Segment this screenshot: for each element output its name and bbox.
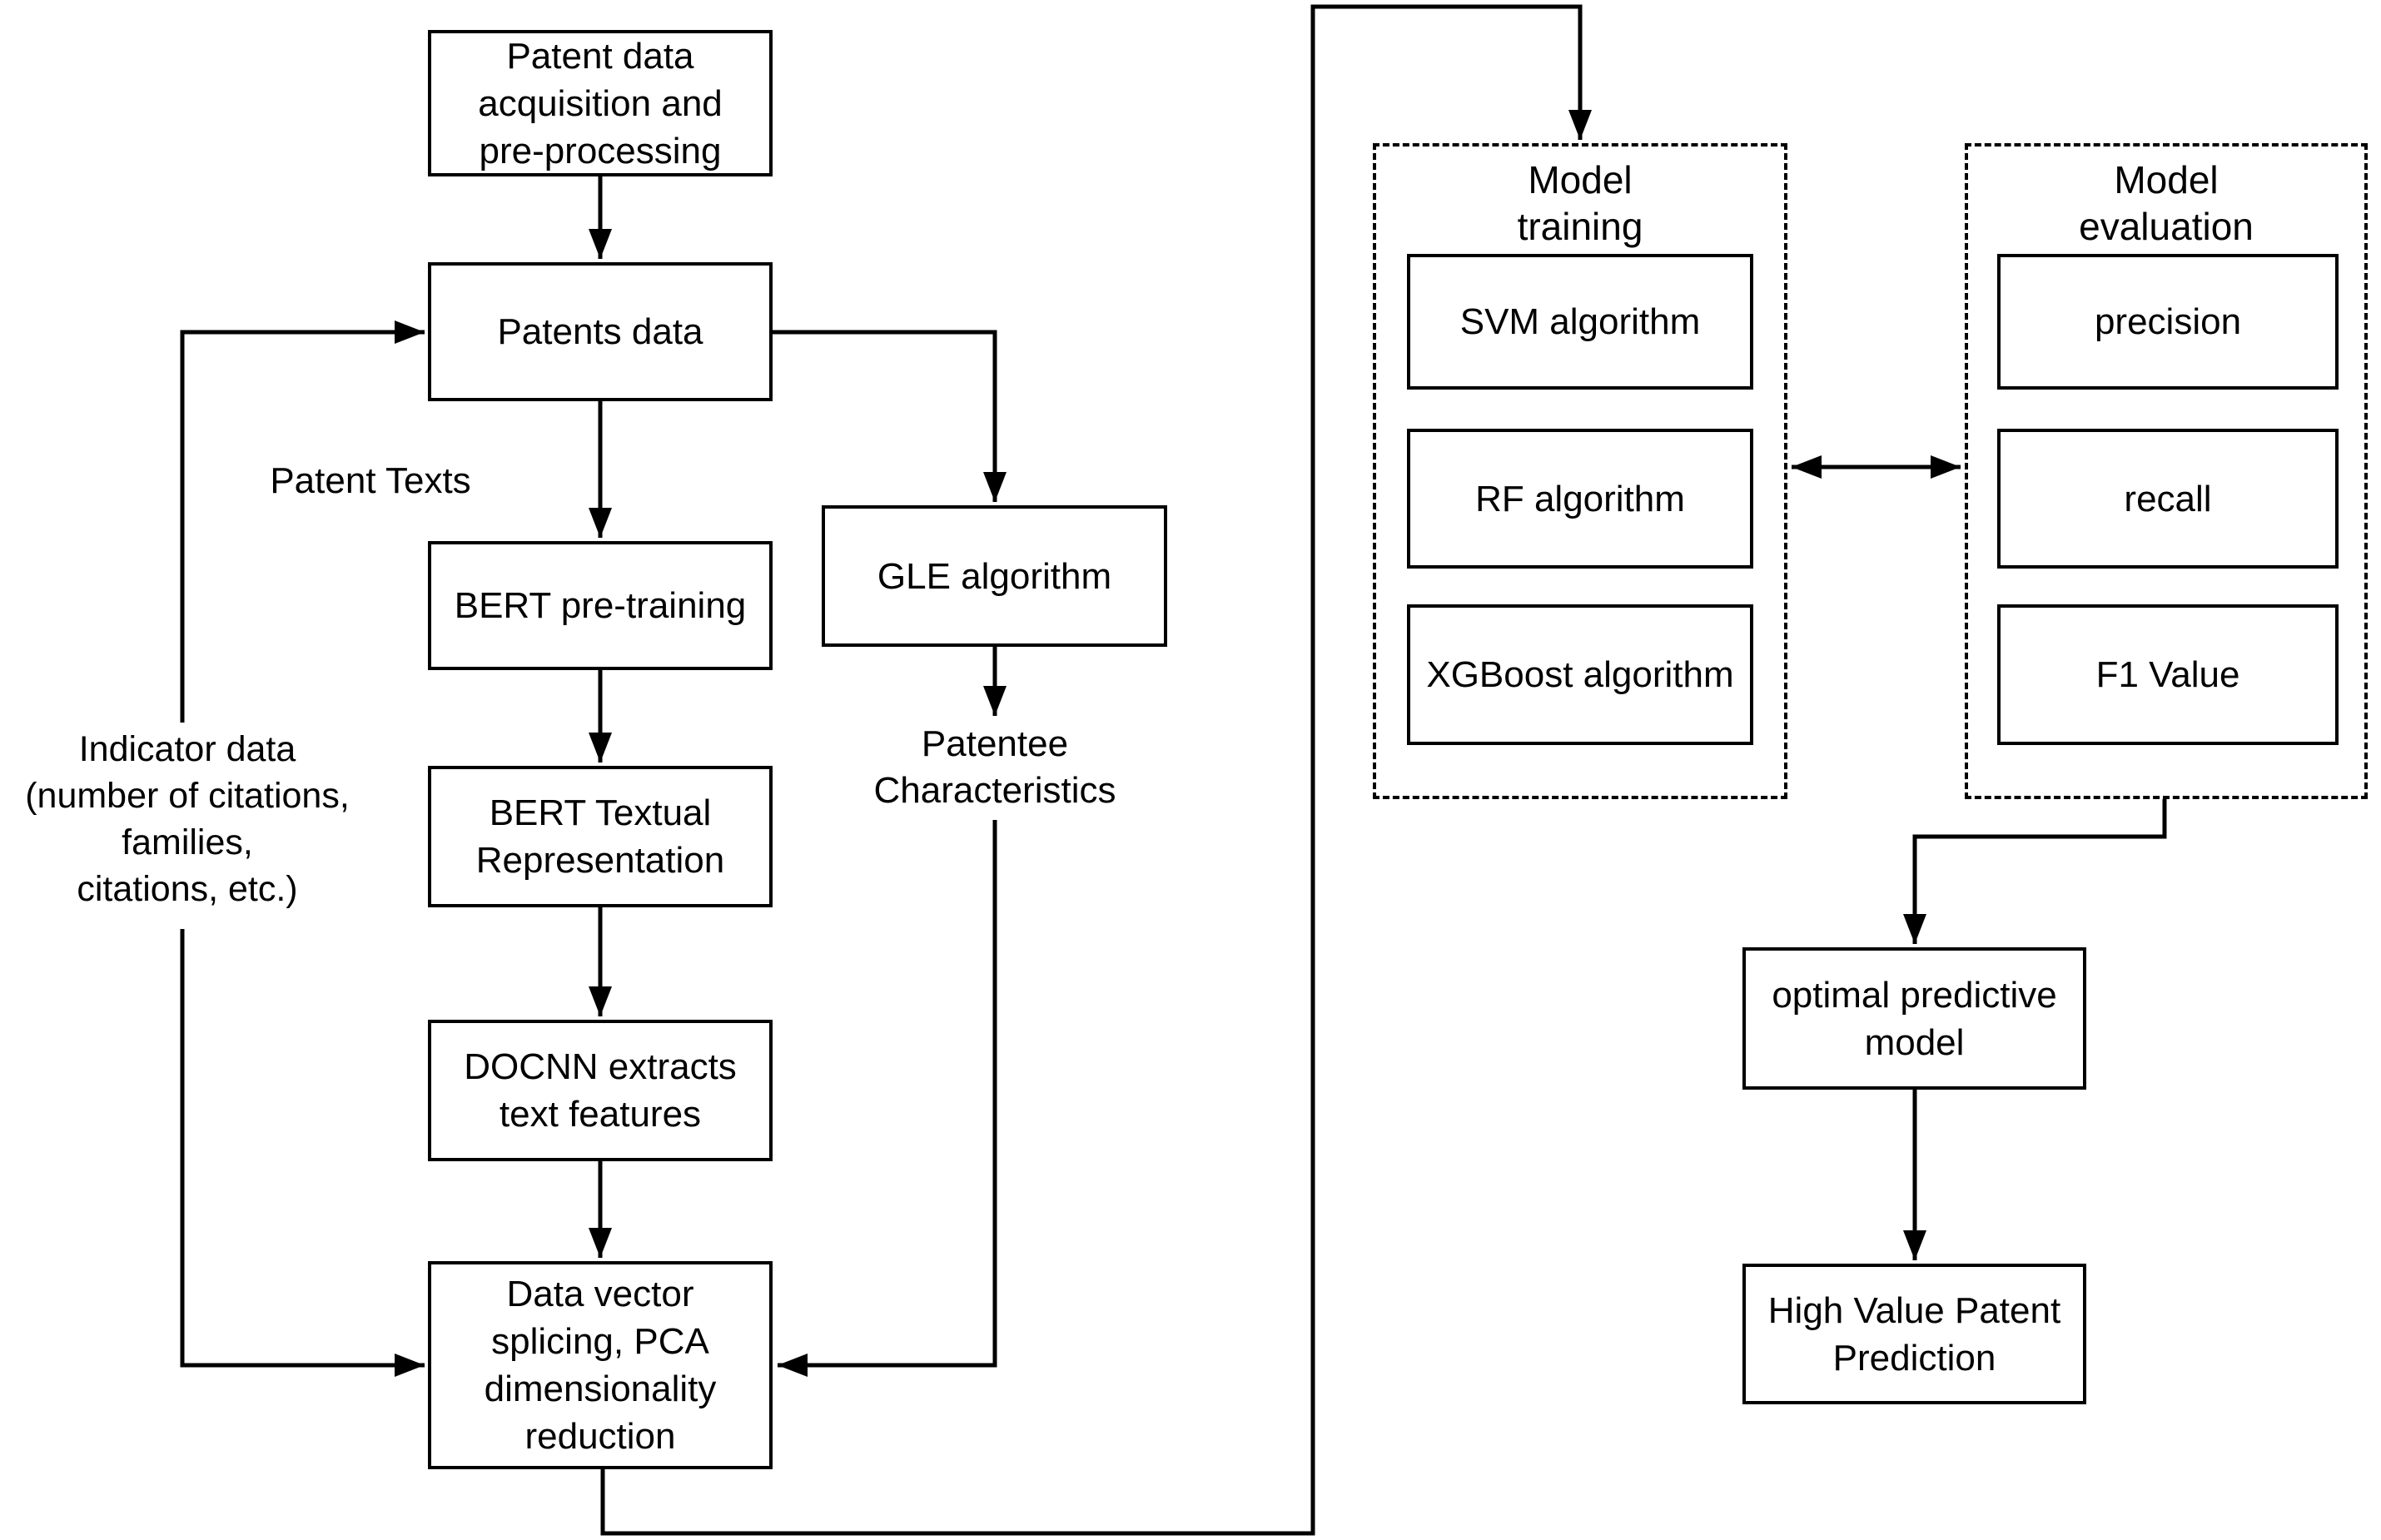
node-high-value-patent-prediction: High Value Patent Prediction [1742,1264,2086,1404]
arrow-indicator-data-to-data-vector [180,929,425,1377]
group-model-training: Model training [1373,143,1787,799]
node-patents-data: Patents data [428,262,773,401]
label-patentee-characteristics: Patentee Characteristics [873,723,1116,811]
node-optimal-predictive-model: optimal predictive model [1742,947,2086,1090]
arrow-data-vector-to-model-training [600,4,1592,1536]
group-model-evaluation: Model evaluation [1965,143,2368,799]
node-f1-value: F1 Value [1997,604,2339,745]
node-bert-textual-representation: BERT Textual Representation [428,766,773,907]
arrow-evaluation-to-optimal-model [1903,799,2167,944]
node-recall: recall [1997,429,2339,569]
node-patent-data-acquisition: Patent data acquisition and pre-processi… [428,30,773,176]
node-data-vector-splicing-pca: Data vector splicing, PCA dimensionality… [428,1261,773,1469]
arrow-indicator-data-to-patents-data [180,320,425,723]
group-title-model-evaluation: Model evaluation [2079,158,2254,248]
arrow-patentee-characteristics-to-data-vector [778,820,997,1377]
node-bert-pretraining: BERT pre-training [428,541,773,670]
arrow-patents-data-to-gle [771,330,1007,502]
label-indicator-data: Indicator data (number of citations, fam… [25,729,350,909]
node-rf-algorithm: RF algorithm [1407,429,1753,569]
label-patent-texts: Patent Texts [270,460,471,501]
node-precision: precision [1997,254,2339,390]
node-svm-algorithm: SVM algorithm [1407,254,1753,390]
node-xgboost-algorithm: XGBoost algorithm [1407,604,1753,745]
group-title-model-training: Model training [1517,158,1643,248]
node-gle-algorithm: GLE algorithm [822,505,1167,647]
node-docnn-extracts-text-features: DOCNN extracts text features [428,1020,773,1161]
